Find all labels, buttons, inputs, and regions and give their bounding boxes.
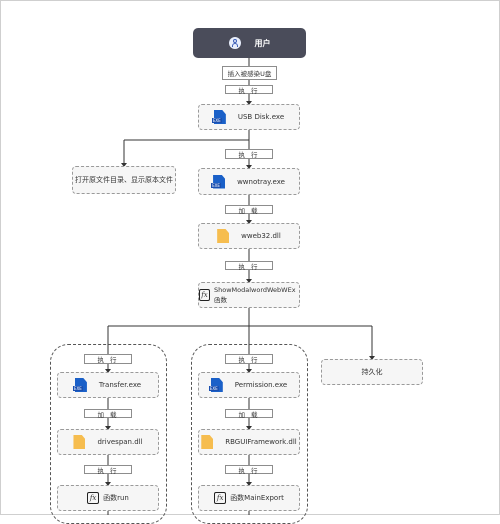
node-label: ShowModalwordWebWEx函数 — [213, 286, 296, 304]
node-label: 持久化 — [361, 368, 383, 376]
node-label: drivespan.dll — [97, 438, 143, 446]
node-label: Transfer.exe — [98, 381, 142, 389]
user-node[interactable]: 用户 — [193, 28, 306, 58]
exec-label: 执 行 — [225, 465, 273, 475]
function-icon: fx — [87, 492, 100, 504]
exec-label: 执 行 — [225, 149, 273, 159]
exe-file-icon: EXE — [211, 174, 226, 189]
dll-file-icon — [73, 435, 86, 449]
exec-label: 执 行 — [225, 85, 273, 95]
open-folder-node[interactable]: 打开原文件目录、显示原本文件 — [72, 166, 176, 194]
drivespan-dll-node[interactable]: drivespan.dll — [57, 429, 159, 455]
show-modal-function-node[interactable]: fx ShowModalwordWebWEx函数 — [198, 282, 300, 308]
exec-label: 执 行 — [84, 465, 132, 475]
user-label: 用户 — [254, 38, 271, 48]
node-label: wwnotray.exe — [237, 177, 285, 186]
load-label: 加 载 — [84, 409, 132, 419]
function-icon: fx — [199, 289, 210, 301]
rbgui-dll-node[interactable]: RBGUIFramework.dll — [198, 429, 300, 455]
dll-file-icon — [201, 435, 214, 449]
exec-label: 执 行 — [225, 354, 273, 364]
permission-exe-node[interactable]: EXE Permission.exe — [198, 372, 300, 398]
exe-file-icon: EXE — [208, 378, 223, 392]
run-function-node[interactable]: fx 函数run — [57, 485, 159, 511]
wweb32-dll-node[interactable]: wweb32.dll — [198, 223, 300, 249]
exe-file-icon: EXE — [72, 378, 87, 392]
load-label: 加 载 — [225, 205, 273, 215]
wwnotray-exe-node[interactable]: EXE wwnotray.exe — [198, 168, 300, 195]
usb-disk-exe-node[interactable]: EXE USB Disk.exe — [198, 104, 300, 130]
dll-file-icon — [217, 229, 230, 243]
node-label: 函数MainExport — [230, 494, 284, 502]
exec-label: 执 行 — [225, 261, 273, 271]
user-icon — [228, 37, 241, 49]
node-label: RBGUIFramework.dll — [225, 438, 297, 446]
node-label: USB Disk.exe — [237, 113, 285, 121]
node-label: 打开原文件目录、显示原本文件 — [75, 176, 173, 184]
function-icon: fx — [214, 492, 227, 504]
transfer-exe-node[interactable]: EXE Transfer.exe — [57, 372, 159, 398]
insert-usb-label: 插入被感染U盘 — [222, 66, 277, 80]
exec-label: 执 行 — [84, 354, 132, 364]
exe-file-icon: EXE — [211, 110, 226, 124]
node-label: Permission.exe — [234, 381, 288, 389]
load-label: 加 载 — [225, 409, 273, 419]
node-label: 函数run — [103, 494, 129, 502]
node-label: wweb32.dll — [241, 232, 281, 240]
mainexport-function-node[interactable]: fx 函数MainExport — [198, 485, 300, 511]
persistence-node[interactable]: 持久化 — [321, 359, 423, 385]
